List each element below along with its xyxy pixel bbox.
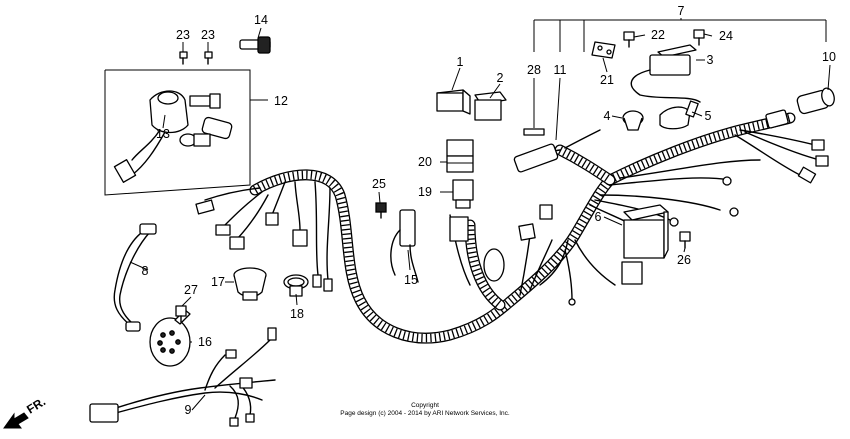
key-cylinder [179,116,233,147]
callout-26: 26 [677,253,691,267]
copyright-footer: Copyright Page design (c) 2004 - 2014 by… [340,402,510,417]
part-2-module [474,91,507,121]
callout-6: 6 [595,210,602,224]
part-10-terminal [796,87,835,115]
part-21-bracket [591,41,616,59]
callout-23-right: 23 [201,28,215,42]
callout-20: 20 [418,155,432,169]
callout-2: 2 [497,71,504,85]
part-15-sensor [390,209,419,283]
part-25-bolt [375,202,387,219]
callout-labels: 1 2 3 4 5 6 7 8 9 10 11 12 13 14 15 16 1… [142,4,836,417]
front-arrow-icon [3,412,29,429]
part-7-bracket [533,18,827,52]
callout-27: 27 [184,283,198,297]
callout-9: 9 [185,403,192,417]
part-4-cap [622,110,644,131]
callout-4: 4 [604,109,611,123]
callout-13: 13 [156,127,170,141]
ignition-switch [113,90,221,183]
part-1-relay [436,89,471,115]
part-14-key [239,36,271,54]
part-5-plug-cap [659,100,699,130]
part-19-relay [452,179,474,209]
callout-25: 25 [372,177,386,191]
part-3-coil [630,44,701,103]
callout-10: 10 [822,50,836,64]
harness-connectors [195,109,829,292]
part-20-relay [446,139,474,173]
part-6-regulator [621,204,669,285]
front-direction-indicator: FR. [3,394,48,429]
callout-8: 8 [142,264,149,278]
callout-23-left: 23 [176,28,190,42]
callout-22: 22 [651,28,665,42]
front-label: FR. [24,394,48,416]
part-22-screw [623,31,635,48]
callout-18: 18 [290,307,304,321]
part-27-bolt [175,305,187,323]
callout-17: 17 [211,275,225,289]
part-16-horn [149,309,191,367]
ignition-switch-set-frame [104,69,268,196]
callout-7: 7 [678,4,685,18]
callout-5: 5 [705,109,712,123]
callout-3: 3 [707,53,714,67]
part-24-bolt [693,29,705,46]
callout-1: 1 [457,55,464,69]
callout-11: 11 [554,63,567,77]
callout-21: 21 [600,73,614,87]
copyright-title: Copyright [411,402,439,409]
main-wire-harness [204,112,821,344]
part-8-harness [113,223,157,332]
part-18-band [283,274,309,297]
callout-15: 15 [404,273,418,287]
callout-14: 14 [254,13,268,27]
callout-19: 19 [418,185,432,199]
part-28-pin [523,128,545,136]
part-26-bolt [679,231,691,249]
part-9-sub-harness [89,327,277,427]
part-23-screws [179,51,213,65]
callout-16: 16 [198,335,212,349]
callout-28: 28 [527,63,541,77]
callout-12: 12 [274,94,288,108]
part-17-socket [233,267,267,301]
copyright-notice: Page design (c) 2004 - 2014 by ARI Netwo… [340,410,510,417]
callout-24: 24 [719,29,733,43]
callout-leaders [129,27,831,411]
